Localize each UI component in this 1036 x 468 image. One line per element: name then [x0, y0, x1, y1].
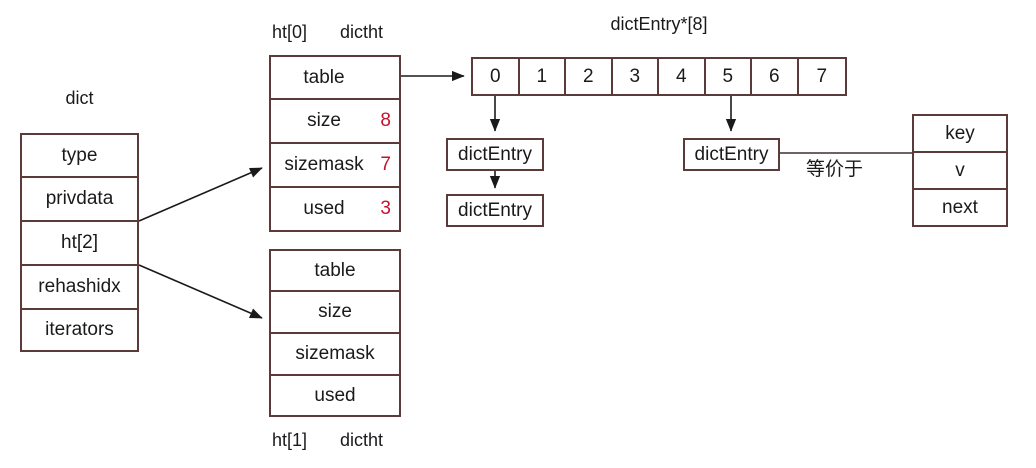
dictht0-field-table: table: [271, 57, 399, 100]
ht0-type-label: dictht: [340, 22, 384, 42]
dict-field-type: type: [22, 135, 137, 178]
dict-field-ht-label: ht[2]: [61, 232, 98, 253]
dictht1-field-size: size: [271, 292, 399, 334]
dictentry-bucket5-node1: dictEntry: [683, 138, 780, 171]
arrow-dict-to-ht1: [138, 264, 263, 319]
dict-field-type-label: type: [61, 144, 98, 166]
dictht0-field-table-label: table: [303, 66, 345, 88]
ht1-index-label: ht[1]: [272, 430, 308, 450]
dictentry-struct-box: key v next: [912, 114, 1008, 227]
arrow-dict-to-ht0: [138, 167, 263, 222]
dictentry-bucket0-node1: dictEntry: [446, 138, 544, 171]
ht1-type-label: dictht: [340, 430, 384, 450]
bucket-slot-0[interactable]: 0: [473, 59, 520, 94]
dict-title-label: dict: [65, 88, 94, 108]
bucket-array-title-label: dictEntry*[8]: [610, 14, 708, 34]
dictentry-field-v: v: [914, 153, 1006, 190]
dict-field-iterators: iterators: [22, 310, 137, 350]
dictht1-field-used-label: used: [314, 384, 356, 406]
dictentry-field-key: key: [914, 116, 1006, 153]
bucket-slot-7[interactable]: 7: [816, 65, 828, 87]
bucket-slot-4[interactable]: 4: [659, 59, 706, 94]
bucket-slot-6[interactable]: 6: [752, 59, 799, 94]
bucket-slot-1[interactable]: 1: [520, 59, 566, 94]
ht0-index-label: ht[0]: [272, 22, 308, 42]
dictht0-field-size: size 8: [271, 100, 399, 144]
dictht0-field-size-label: size: [307, 110, 341, 131]
dictentry-field-v-label: v: [955, 159, 965, 181]
dictht1-struct-box: table size sizemask used: [269, 249, 401, 417]
dict-field-privdata: privdata: [22, 178, 137, 222]
dictht0-field-used-label: used: [303, 198, 345, 219]
dictentry-field-key-label: key: [945, 122, 975, 144]
dictht1-field-table-label: table: [314, 259, 356, 281]
dictht0-field-size-value: 8: [380, 110, 391, 131]
bucket-slot-5[interactable]: 5: [706, 59, 752, 94]
dictht0-struct-box: table size 8 sizemask 7 used 3: [269, 55, 401, 232]
dictht1-field-used: used: [271, 376, 399, 415]
bucket-array: 0 1 2 3 4 5 6 7: [471, 57, 847, 96]
dictht0-field-used-value: 3: [380, 198, 391, 219]
dictht1-field-sizemask-label: sizemask: [295, 343, 375, 364]
dictht0-field-sizemask: sizemask 7: [271, 144, 399, 188]
dictentry-field-next: next: [914, 190, 1006, 225]
dict-field-privdata-label: privdata: [45, 188, 114, 209]
dict-field-rehashidx-label: rehashidx: [38, 276, 121, 297]
dictht0-field-used: used 3: [271, 188, 399, 230]
dictht1-field-table: table: [271, 251, 399, 292]
dictht0-field-sizemask-label: sizemask: [284, 154, 364, 175]
dictht1-field-size-label: size: [318, 301, 352, 322]
dict-struct-box: type privdata ht[2] rehashidx iterators: [20, 133, 139, 352]
dict-field-rehashidx: rehashidx: [22, 266, 137, 310]
dictentry-bucket0-node2: dictEntry: [446, 194, 544, 227]
dictht1-field-sizemask: sizemask: [271, 334, 399, 376]
dict-field-iterators-label: iterators: [45, 319, 114, 340]
equivalent-to-label: 等价于: [806, 158, 864, 180]
bucket-slot-3[interactable]: 3: [613, 59, 659, 94]
bucket-slot-2[interactable]: 2: [566, 59, 613, 94]
dictentry-field-next-label: next: [942, 196, 978, 218]
dict-field-ht: ht[2]: [22, 222, 137, 266]
dictht0-field-sizemask-value: 7: [380, 154, 391, 175]
